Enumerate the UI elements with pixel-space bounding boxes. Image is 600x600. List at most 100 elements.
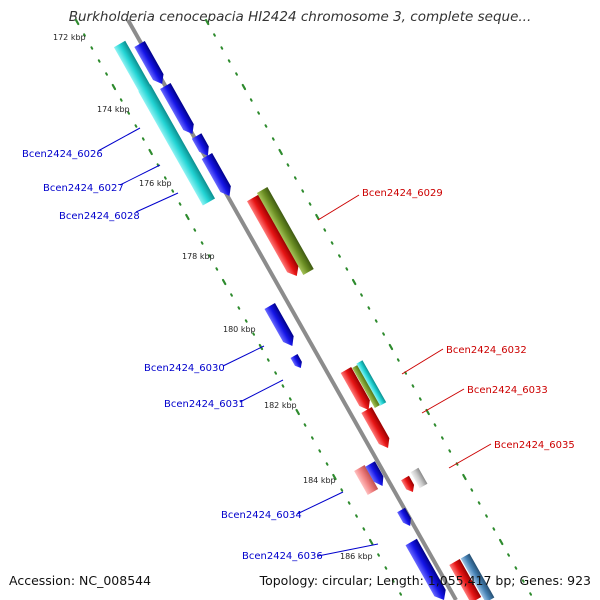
tick-dot: [237, 306, 241, 310]
leader-line: [97, 127, 141, 152]
feature-blue-6030[interactable]: [264, 303, 298, 349]
feature-red-6029-shape: [247, 194, 299, 276]
gene-label-bcen2424-6029[interactable]: Bcen2424_6029: [362, 188, 443, 199]
gene-label-bcen2424-6031[interactable]: Bcen2424_6031: [164, 399, 245, 410]
tick-dot: [148, 148, 153, 156]
gene-label-bcen2424-6033[interactable]: Bcen2424_6033: [467, 385, 548, 396]
gene-label-bcen2424-6032[interactable]: Bcen2424_6032: [446, 345, 527, 356]
leader-line: [421, 388, 465, 414]
feature-red-6032-shape: [340, 367, 370, 411]
tick-dot: [440, 436, 444, 440]
tick-dot: [220, 46, 224, 50]
feature-blue-5[interactable]: [365, 461, 387, 488]
tick-dot: [507, 553, 510, 557]
tick-dot: [301, 189, 305, 193]
tick-dot: [288, 397, 292, 401]
leader-line: [401, 348, 444, 375]
tick-dot: [278, 148, 283, 156]
feature-blue-6[interactable]: [397, 507, 414, 528]
tick-dot: [227, 59, 231, 63]
feature-pink-6034[interactable]: [354, 465, 379, 495]
tick-dot: [399, 592, 403, 596]
tick-dot: [323, 228, 327, 232]
gene-labels-right[interactable]: Bcen2424_6029 Bcen2424_6032 Bcen2424_603…: [362, 188, 575, 451]
gene-label-bcen2424-6027[interactable]: Bcen2424_6027: [43, 183, 124, 194]
tick-dot: [303, 423, 307, 427]
feature-cyan-2[interactable]: [138, 84, 216, 206]
gene-label-bcen2424-6035[interactable]: Bcen2424_6035: [494, 440, 575, 451]
feature-cyan-1[interactable]: [113, 40, 153, 96]
tick-dot: [295, 408, 300, 416]
feature-red-6033-shape: [361, 407, 390, 448]
leader-line: [222, 345, 265, 367]
feature-olive-1[interactable]: [256, 187, 314, 275]
tick-dot: [514, 566, 518, 570]
feature-blue-6031[interactable]: [290, 354, 305, 370]
gene-label-bcen2424-6036[interactable]: Bcen2424_6036: [242, 551, 323, 562]
feature-blue-6-shape: [397, 507, 411, 527]
gene-features: [113, 40, 495, 600]
feature-red-6029[interactable]: [247, 194, 302, 279]
feature-blue-2[interactable]: [160, 83, 198, 137]
feature-cyan-3-shape: [356, 360, 387, 406]
feature-olive-2[interactable]: [352, 364, 382, 408]
tick-dot: [213, 33, 216, 37]
tick-dot: [388, 343, 394, 351]
tick-dot: [362, 527, 366, 531]
feature-blue-1[interactable]: [134, 41, 167, 87]
gene-label-bcen2424-6030[interactable]: Bcen2424_6030: [144, 363, 225, 374]
tick-dot: [274, 371, 278, 375]
feature-red-6033[interactable]: [361, 407, 393, 451]
tick-dot: [215, 267, 219, 271]
tick-dot: [470, 488, 474, 492]
tick-dot: [433, 423, 437, 427]
tick-dot: [178, 202, 182, 206]
gene-labels-left[interactable]: Bcen2424_6026 Bcen2424_6027 Bcen2424_602…: [22, 149, 323, 562]
tick-dot: [315, 213, 320, 221]
tick-dot: [330, 241, 334, 245]
tick-label: 184 kbp: [303, 476, 336, 485]
tick-dot: [318, 449, 322, 453]
tick-dot: [249, 98, 253, 102]
feature-gray-1[interactable]: [410, 467, 428, 489]
feature-red-7[interactable]: [449, 559, 482, 600]
tick-dot: [200, 241, 204, 245]
tick-dot: [111, 83, 117, 91]
tick-label: 178 kbp: [182, 252, 215, 261]
feature-blue-4[interactable]: [201, 153, 235, 199]
feature-cyan-2-shape: [138, 84, 216, 206]
feature-red-6032[interactable]: [340, 367, 374, 413]
tick-dot: [204, 18, 210, 26]
feature-red-6035[interactable]: [401, 475, 417, 494]
tick-dot: [396, 358, 400, 362]
gene-label-bcen2424-6034[interactable]: Bcen2424_6034: [221, 510, 302, 521]
tick-dot: [418, 397, 422, 401]
feature-pink-6034-shape: [354, 465, 379, 495]
tick-dot: [529, 592, 533, 596]
leader-line: [317, 194, 360, 221]
tick-dot: [221, 278, 227, 286]
feature-red-7-shape: [449, 559, 482, 600]
tick-dot: [185, 213, 190, 221]
tick-dot: [384, 566, 388, 570]
feature-cyan-3[interactable]: [356, 360, 387, 406]
tick-dot: [360, 293, 363, 297]
feature-blue-3[interactable]: [191, 133, 213, 158]
accession-text: Accession: NC_008544: [9, 573, 152, 588]
leader-line: [239, 379, 284, 403]
gene-label-bcen2424-6028[interactable]: Bcen2424_6028: [59, 211, 140, 222]
tick-dot: [271, 137, 275, 141]
tick-dot: [377, 553, 380, 557]
feature-steelblue-1[interactable]: [460, 553, 495, 600]
sequence-summary: Topology: circular; Length: 1,055,417 bp…: [259, 573, 591, 588]
tick-dot: [97, 59, 101, 63]
gene-label-bcen2424-6026[interactable]: Bcen2424_6026: [22, 149, 103, 160]
tick-dot: [119, 98, 123, 102]
tick-dot: [241, 83, 247, 91]
tick-dot: [391, 579, 395, 583]
feature-blue-1-shape: [134, 41, 164, 85]
feature-blue-6036[interactable]: [405, 538, 450, 600]
tick-dot: [171, 189, 175, 193]
tick-dot: [462, 473, 467, 481]
